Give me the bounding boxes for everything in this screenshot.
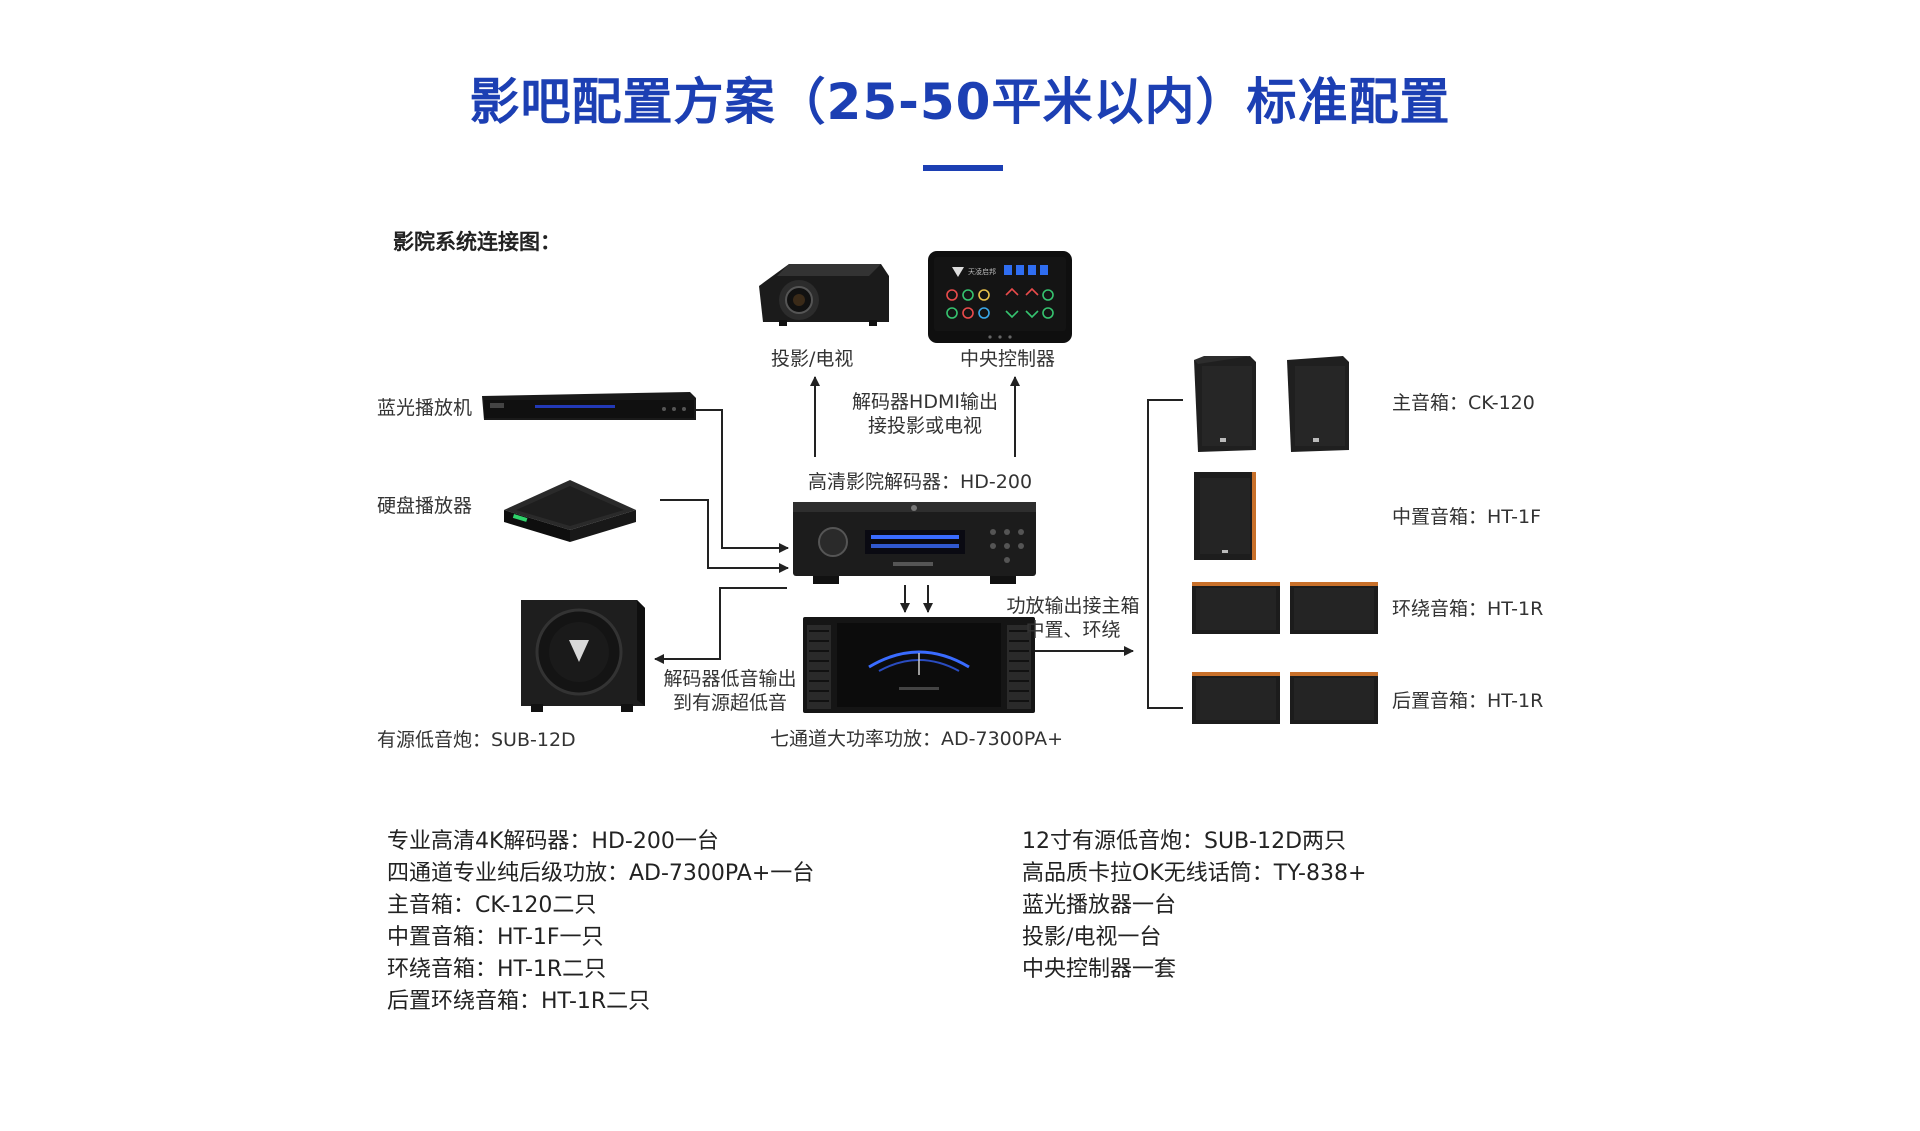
bluray-device bbox=[480, 390, 698, 428]
hdmi-out-line1: 解码器HDMI输出 bbox=[852, 391, 998, 413]
line-bluray-decoder bbox=[695, 409, 789, 553]
main-speaker-right bbox=[1283, 354, 1353, 458]
sub-out-line2: 到有源超低音 bbox=[672, 692, 787, 714]
spec-item: 环绕音箱：HT-1R二只 bbox=[387, 957, 607, 982]
main-speaker-left bbox=[1190, 354, 1260, 458]
title-underline bbox=[923, 165, 1003, 171]
speaker-bracket bbox=[1147, 399, 1183, 709]
line-decoder-sub bbox=[654, 587, 787, 664]
spec-item: 中置音箱：HT-1F一只 bbox=[387, 925, 604, 950]
spec-item: 四通道专业纯后级功放：AD-7300PA+一台 bbox=[387, 861, 815, 886]
center-speaker-label: 中置音箱：HT-1F bbox=[1392, 506, 1542, 528]
hdd-player-device bbox=[500, 470, 640, 546]
controller-label: 中央控制器 bbox=[960, 348, 1056, 370]
spec-item: 12寸有源低音炮：SUB-12D两只 bbox=[1022, 829, 1347, 854]
subwoofer-label: 有源低音炮：SUB-12D bbox=[377, 729, 576, 751]
surround-speaker-left bbox=[1190, 580, 1282, 640]
sub-out-line1: 解码器低音输出 bbox=[663, 668, 797, 690]
controller-device: 天凌启邦 bbox=[928, 251, 1072, 347]
spec-item: 专业高清4K解码器：HD-200一台 bbox=[387, 829, 719, 854]
controller-brand: 天凌启邦 bbox=[968, 267, 996, 276]
spec-item: 蓝光播放器一台 bbox=[1022, 893, 1177, 918]
hdmi-out-annotation: 解码器HDMI输出 接投影或电视 bbox=[845, 390, 1005, 438]
line-hdd-decoder bbox=[660, 499, 789, 573]
projector-label: 投影/电视 bbox=[771, 348, 854, 370]
projector-device bbox=[749, 256, 891, 338]
spec-item: 后置环绕音箱：HT-1R二只 bbox=[387, 989, 651, 1014]
center-speaker bbox=[1192, 470, 1260, 566]
spec-list-left: 专业高清4K解码器：HD-200一台 四通道专业纯后级功放：AD-7300PA+… bbox=[387, 826, 814, 1018]
sub-out-annotation: 解码器低音输出 到有源超低音 bbox=[650, 667, 810, 715]
rear-speaker-left bbox=[1190, 670, 1282, 730]
hdd-player-label: 硬盘播放器 bbox=[377, 495, 473, 517]
spec-item: 主音箱：CK-120二只 bbox=[387, 893, 597, 918]
amp-out-annotation: 功放输出接主箱 中置、环绕 bbox=[998, 594, 1148, 642]
spec-item: 高品质卡拉OK无线话筒：TY-838+ bbox=[1022, 861, 1367, 886]
amplifier-label: 七通道大功率功放：AD-7300PA+ bbox=[770, 728, 1063, 750]
amp-out-line1: 功放输出接主箱 bbox=[1006, 595, 1140, 617]
main-speaker-label: 主音箱：CK-120 bbox=[1392, 392, 1535, 414]
decoder-label: 高清影院解码器：HD-200 bbox=[808, 471, 1033, 493]
decoder-device bbox=[793, 502, 1036, 588]
diagram-subtitle: 影院系统连接图： bbox=[393, 230, 561, 254]
page-title: 影吧配置方案（25-50平米以内）标准配置 bbox=[469, 73, 1451, 131]
hdmi-out-line2: 接投影或电视 bbox=[867, 415, 982, 437]
subwoofer-device bbox=[517, 596, 649, 718]
amp-out-line2: 中置、环绕 bbox=[1025, 619, 1121, 641]
amplifier-device bbox=[803, 617, 1035, 717]
rear-speaker-right bbox=[1288, 670, 1380, 730]
spec-list-right: 12寸有源低音炮：SUB-12D两只 高品质卡拉OK无线话筒：TY-838+ 蓝… bbox=[1022, 826, 1366, 986]
spec-item: 投影/电视一台 bbox=[1022, 925, 1162, 950]
surround-speaker-right bbox=[1288, 580, 1380, 640]
surround-speaker-label: 环绕音箱：HT-1R bbox=[1392, 598, 1544, 620]
rear-speaker-label: 后置音箱：HT-1R bbox=[1392, 690, 1544, 712]
spec-item: 中央控制器一套 bbox=[1022, 957, 1177, 982]
bluray-label: 蓝光播放机 bbox=[377, 397, 473, 419]
